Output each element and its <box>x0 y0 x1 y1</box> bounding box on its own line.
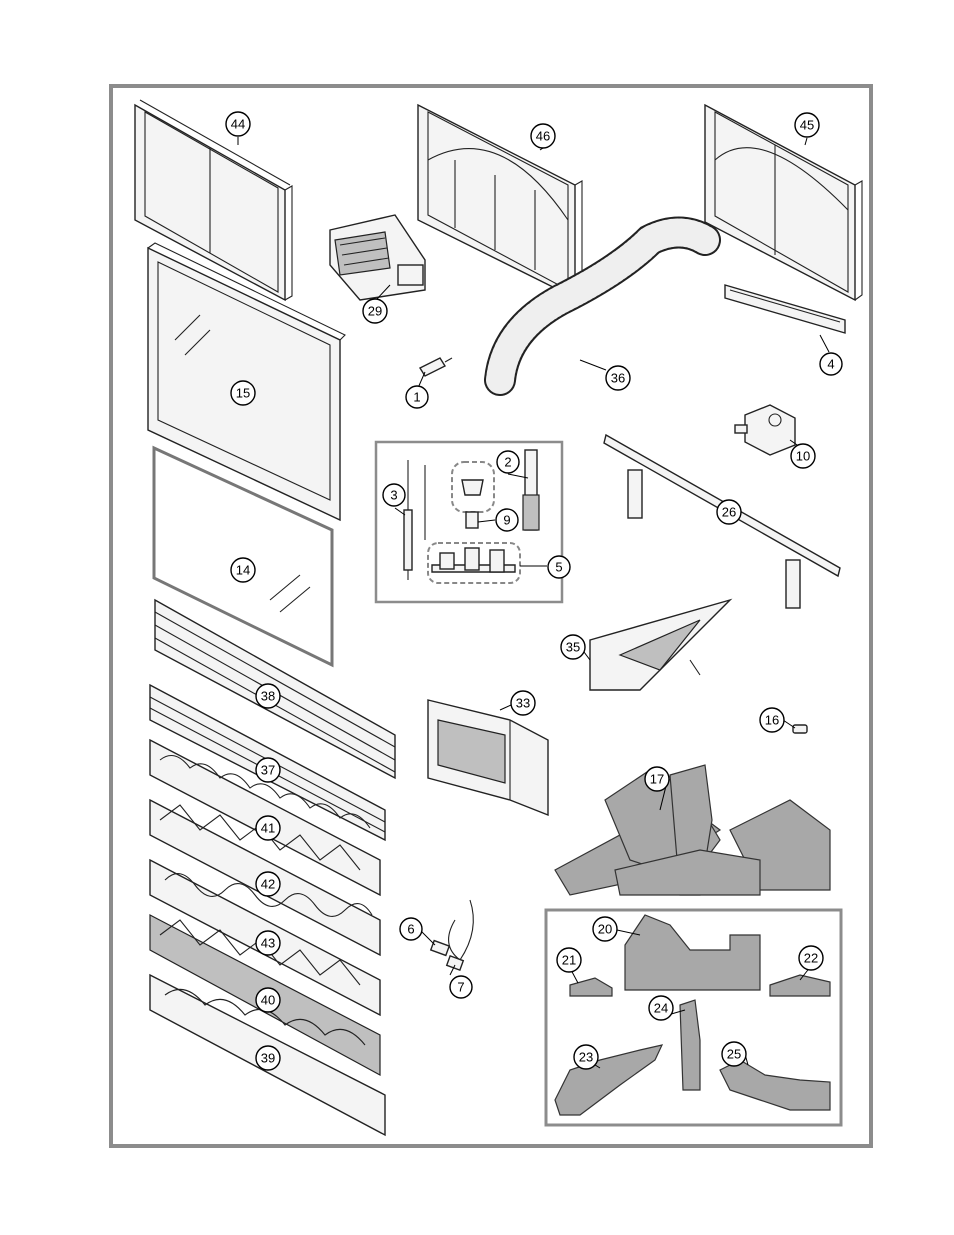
callout-42: 42 <box>255 871 281 897</box>
diagram-border <box>109 84 873 1148</box>
svg-text:29: 29 <box>368 304 382 319</box>
callout-44: 44 <box>225 111 251 137</box>
callout-37: 37 <box>255 757 281 783</box>
part-24-log <box>679 999 701 1091</box>
part-33-firebox <box>427 699 549 817</box>
callout-10: 10 <box>790 443 816 469</box>
svg-text:44: 44 <box>231 117 245 132</box>
callout-39: 39 <box>255 1045 281 1071</box>
svg-text:35: 35 <box>566 640 580 655</box>
callout-40: 40 <box>255 987 281 1013</box>
svg-text:25: 25 <box>727 1047 741 1062</box>
parts-6-7-wiring <box>429 899 474 971</box>
logs-inset <box>544 908 843 1127</box>
svg-text:4: 4 <box>827 357 834 372</box>
svg-text:22: 22 <box>804 951 818 966</box>
callout-22: 22 <box>798 945 824 971</box>
part-16-screw <box>792 724 808 734</box>
svg-text:10: 10 <box>796 449 810 464</box>
callout-17: 17 <box>644 766 670 792</box>
svg-text:46: 46 <box>536 129 550 144</box>
svg-text:3: 3 <box>390 488 397 503</box>
callout-20: 20 <box>592 916 618 942</box>
parts-2-3-5-9-pilot <box>403 449 540 584</box>
callout-21: 21 <box>556 947 582 973</box>
part-23-log <box>554 1044 664 1116</box>
svg-text:6: 6 <box>407 922 414 937</box>
callout-4: 4 <box>819 352 843 376</box>
part-46-arched-door-frame <box>417 103 583 300</box>
part-29-blower <box>329 214 426 301</box>
part-35-baffle <box>589 598 733 691</box>
svg-text:36: 36 <box>611 371 625 386</box>
svg-text:38: 38 <box>261 689 275 704</box>
part-22-log <box>769 974 831 997</box>
part-17-log-set <box>554 764 831 896</box>
callout-33: 33 <box>510 690 536 716</box>
callout-38: 38 <box>255 683 281 709</box>
part-36-flex-hose <box>484 216 721 396</box>
svg-text:7: 7 <box>457 980 464 995</box>
callout-15: 15 <box>230 380 256 406</box>
callout-7: 7 <box>449 975 473 999</box>
callout-35: 35 <box>560 634 586 660</box>
part-44-door-frame <box>134 99 293 302</box>
part-1-fitting <box>418 357 453 377</box>
callout-14: 14 <box>230 557 256 583</box>
svg-text:24: 24 <box>654 1001 668 1016</box>
svg-text:21: 21 <box>562 953 576 968</box>
callout-3: 3 <box>382 483 406 507</box>
part-21-log <box>569 977 613 997</box>
svg-text:2: 2 <box>504 455 511 470</box>
svg-text:40: 40 <box>261 993 275 1008</box>
callout-23: 23 <box>573 1044 599 1070</box>
svg-text:9: 9 <box>503 513 510 528</box>
callout-36: 36 <box>605 365 631 391</box>
part-4-bracket <box>724 284 846 334</box>
svg-text:43: 43 <box>261 936 275 951</box>
svg-text:41: 41 <box>261 821 275 836</box>
callout-16: 16 <box>759 707 785 733</box>
callout-45: 45 <box>794 112 820 138</box>
svg-text:14: 14 <box>236 563 250 578</box>
callout-2: 2 <box>496 450 520 474</box>
part-45-arched-door-frame <box>704 103 863 302</box>
svg-text:39: 39 <box>261 1051 275 1066</box>
svg-text:37: 37 <box>261 763 275 778</box>
svg-text:16: 16 <box>765 713 779 728</box>
svg-text:17: 17 <box>650 772 664 787</box>
callout-25: 25 <box>721 1041 747 1067</box>
callout-46: 46 <box>530 123 556 149</box>
svg-text:33: 33 <box>516 696 530 711</box>
svg-text:1: 1 <box>413 390 420 405</box>
svg-text:23: 23 <box>579 1050 593 1065</box>
callout-26: 26 <box>716 499 742 525</box>
callout-1: 1 <box>405 385 429 409</box>
part-10-gas-valve <box>734 404 796 456</box>
svg-text:42: 42 <box>261 877 275 892</box>
svg-text:26: 26 <box>722 505 736 520</box>
svg-text:20: 20 <box>598 922 612 937</box>
pilot-assembly-inset <box>374 440 564 604</box>
callout-9: 9 <box>495 508 519 532</box>
svg-text:15: 15 <box>236 386 250 401</box>
callout-43: 43 <box>255 930 281 956</box>
callout-24: 24 <box>648 995 674 1021</box>
callout-6: 6 <box>399 917 423 941</box>
part-25-log <box>719 1059 831 1111</box>
callout-29: 29 <box>362 298 388 324</box>
callout-5: 5 <box>547 555 571 579</box>
part-20-log <box>624 914 761 991</box>
callout-41: 41 <box>255 815 281 841</box>
svg-text:45: 45 <box>800 118 814 133</box>
part-14-glass <box>152 445 334 668</box>
svg-text:5: 5 <box>555 560 562 575</box>
